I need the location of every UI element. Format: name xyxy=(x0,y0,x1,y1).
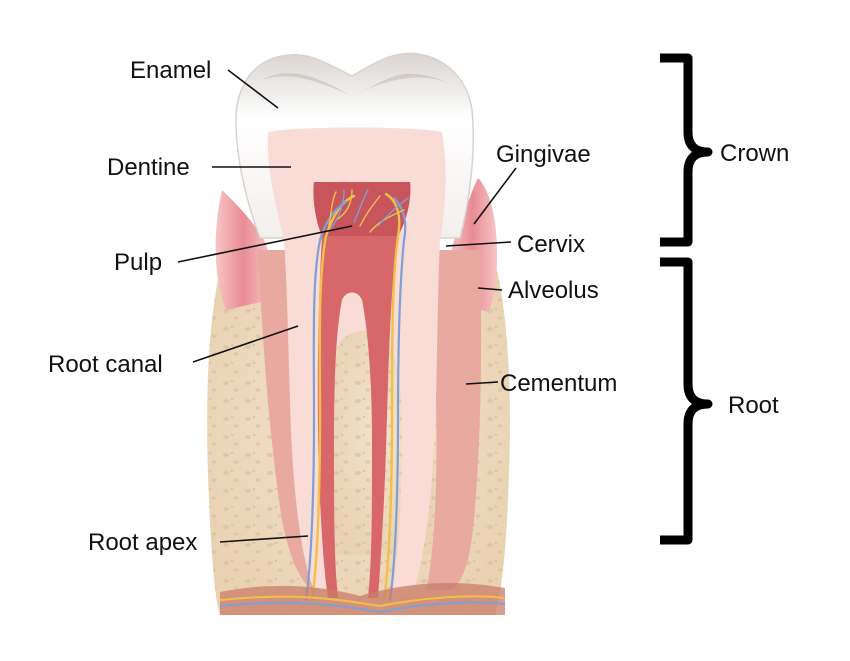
alveolus-leader xyxy=(477,287,503,291)
nerves-and-vessels xyxy=(304,189,409,602)
braces xyxy=(660,53,713,545)
label-enamel: Enamel xyxy=(130,57,211,84)
label-dentine: Dentine xyxy=(107,154,190,181)
label-root-apex: Root apex xyxy=(88,529,197,556)
enamel-leader xyxy=(227,69,279,109)
label-crown: Crown xyxy=(720,140,789,167)
label-gingivae: Gingivae xyxy=(496,141,591,168)
label-cementum: Cementum xyxy=(500,370,617,397)
base-tissue xyxy=(219,582,506,615)
label-cervix: Cervix xyxy=(517,231,585,258)
cementum-leader xyxy=(465,381,499,385)
root-apex-leader xyxy=(219,535,309,543)
label-alveolus: Alveolus xyxy=(508,277,599,304)
gingivae-leader xyxy=(473,167,517,225)
pulp-leader xyxy=(177,225,353,263)
label-root: Root xyxy=(728,392,779,419)
tooth xyxy=(235,52,474,598)
cervix-leader xyxy=(445,241,512,247)
root-brace xyxy=(660,257,713,545)
leader-lines xyxy=(177,69,517,543)
crown-brace xyxy=(660,53,713,247)
labels: Enamel Dentine Pulp Root canal Root apex… xyxy=(48,57,789,556)
label-pulp: Pulp xyxy=(114,249,162,276)
root-canal-leader xyxy=(192,325,299,363)
label-root-canal: Root canal xyxy=(48,351,163,378)
